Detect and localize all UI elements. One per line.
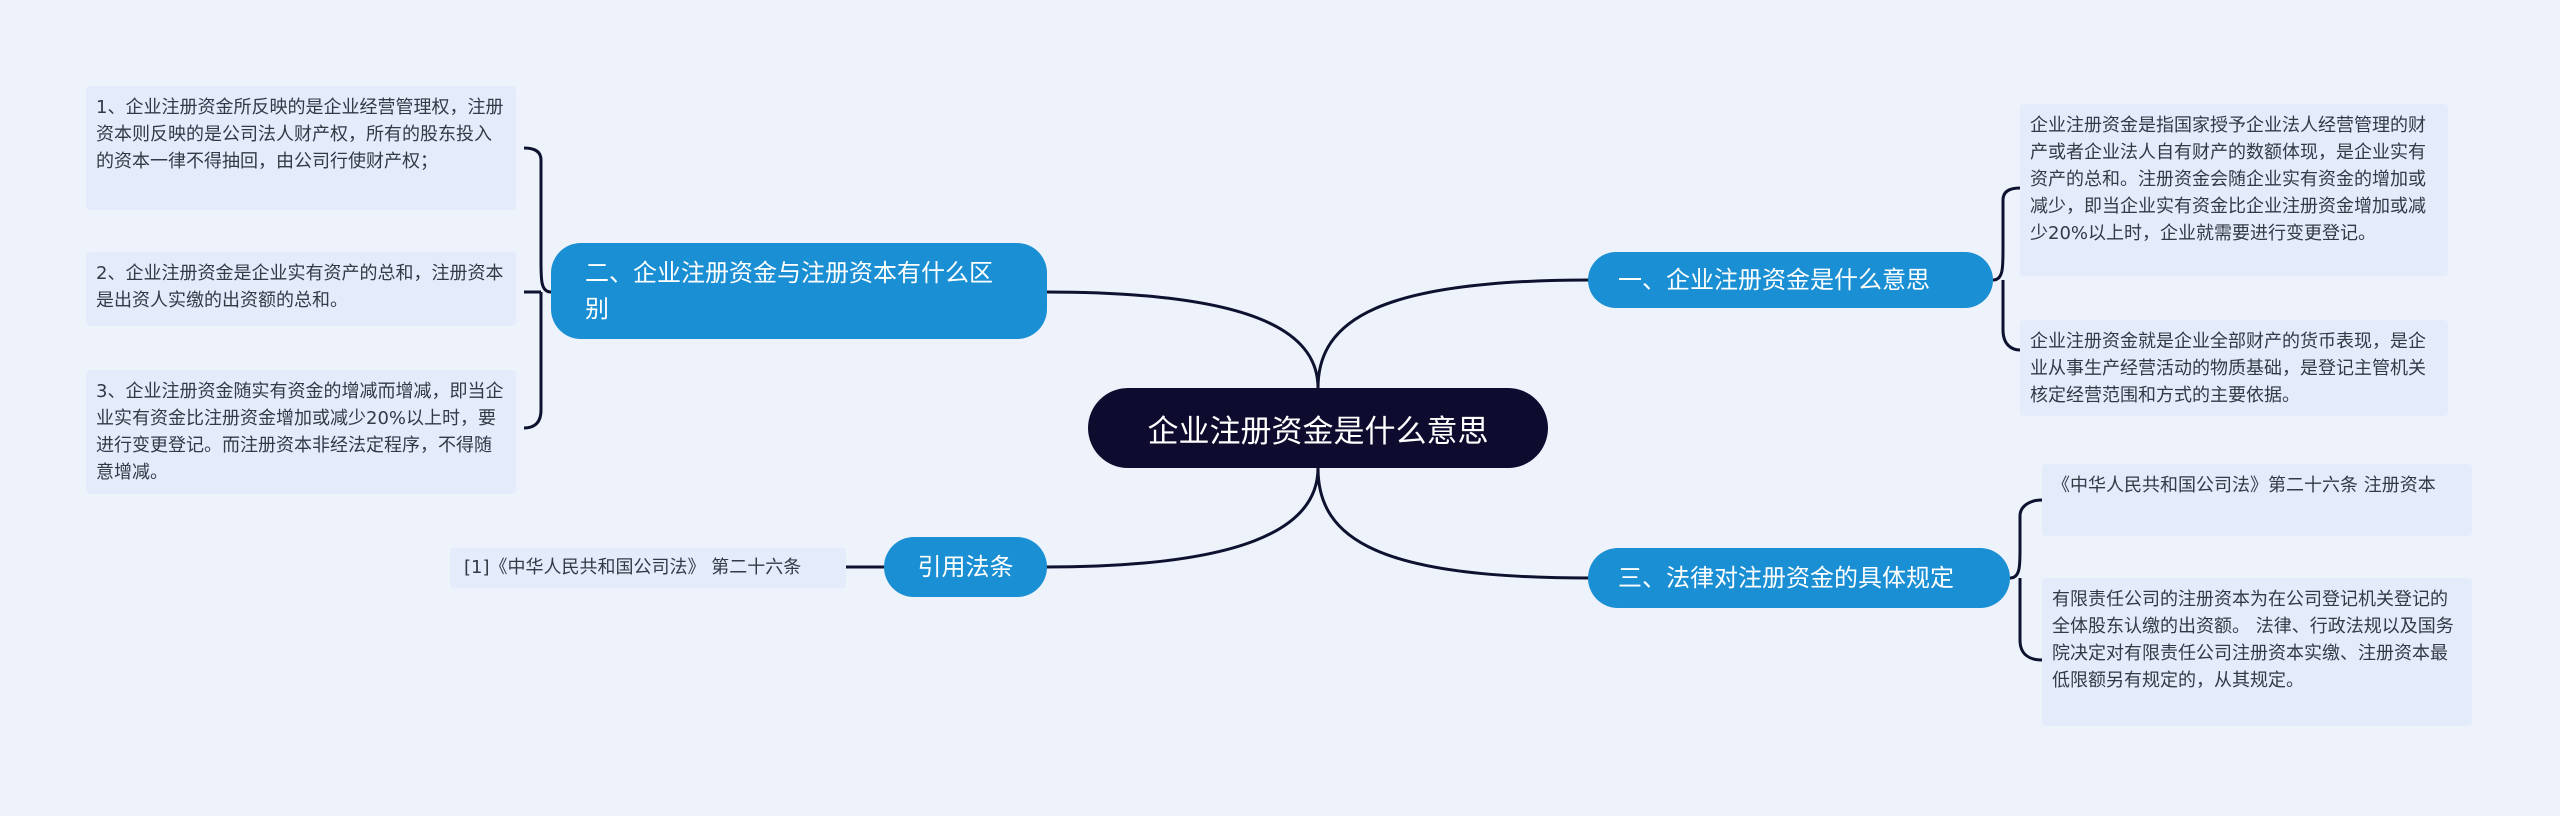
branch-legal-provisions-label: 三、法律对注册资金的具体规定: [1618, 564, 1954, 592]
connector-root-b1: [1316, 278, 1591, 389]
leaf-difference-1-text: 1、企业注册资金所反映的是企业经营管理权，注册资本则反映的是公司法人财产权，所有…: [96, 97, 504, 172]
branch-meaning[interactable]: 一、企业注册资金是什么意思: [1588, 252, 1993, 308]
leaf-legal-article: 《中华人民共和国公司法》第二十六条 注册资本: [2042, 464, 2472, 536]
leaf-difference-3-text: 3、企业注册资金随实有资金的增减而增减，即当企业实有资金比注册资金增加或减少20…: [96, 381, 504, 483]
bracket-b2: [523, 146, 552, 430]
bracket-b1: [1992, 186, 2021, 352]
bracket-b3: [2009, 498, 2043, 662]
branch-difference-label: 二、企业注册资金与注册资本有什么区别: [585, 259, 993, 323]
connector-root-b2: [1044, 290, 1320, 389]
branch-meaning-label: 一、企业注册资金是什么意思: [1618, 266, 1930, 294]
branch-legal-provisions[interactable]: 三、法律对注册资金的具体规定: [1588, 548, 2010, 608]
branch-cited-law-label: 引用法条: [917, 553, 1014, 581]
leaf-difference-1: 1、企业注册资金所反映的是企业经营管理权，注册资本则反映的是公司法人财产权，所有…: [86, 86, 516, 210]
leaf-difference-2-text: 2、企业注册资金是企业实有资产的总和，注册资本是出资人实缴的出资额的总和。: [96, 263, 504, 311]
leaf-difference-2: 2、企业注册资金是企业实有资产的总和，注册资本是出资人实缴的出资额的总和。: [86, 252, 516, 326]
root-label: 企业注册资金是什么意思: [1147, 413, 1489, 450]
leaf-legal-capital-rule: 有限责任公司的注册资本为在公司登记机关登记的全体股东认缴的出资额。 法律、行政法…: [2042, 578, 2472, 726]
leaf-meaning-monetary: 企业注册资金就是企业全部财产的货币表现，是企业从事生产经营活动的物质基础，是登记…: [2020, 320, 2448, 416]
leaf-meaning-monetary-text: 企业注册资金就是企业全部财产的货币表现，是企业从事生产经营活动的物质基础，是登记…: [2030, 331, 2426, 406]
connector-root-b4: [1044, 467, 1320, 569]
leaf-cited-law-text: [1]《中华人民共和国公司法》 第二十六条: [464, 557, 802, 578]
leaf-meaning-definition: 企业注册资金是指国家授予企业法人经营管理的财产或者企业法人自有财产的数额体现，是…: [2020, 104, 2448, 276]
branch-difference[interactable]: 二、企业注册资金与注册资本有什么区别: [551, 243, 1047, 339]
root-node[interactable]: 企业注册资金是什么意思: [1088, 388, 1548, 468]
leaf-legal-article-text: 《中华人民共和国公司法》第二十六条 注册资本: [2052, 475, 2436, 496]
leaf-legal-capital-rule-text: 有限责任公司的注册资本为在公司登记机关登记的全体股东认缴的出资额。 法律、行政法…: [2052, 589, 2454, 691]
leaf-difference-3: 3、企业注册资金随实有资金的增减而增减，即当企业实有资金比注册资金增加或减少20…: [86, 370, 516, 494]
connector-root-b3: [1316, 467, 1591, 580]
branch-cited-law[interactable]: 引用法条: [884, 537, 1047, 597]
leaf-cited-law: [1]《中华人民共和国公司法》 第二十六条: [450, 548, 846, 588]
leaf-meaning-definition-text: 企业注册资金是指国家授予企业法人经营管理的财产或者企业法人自有财产的数额体现，是…: [2030, 115, 2426, 244]
